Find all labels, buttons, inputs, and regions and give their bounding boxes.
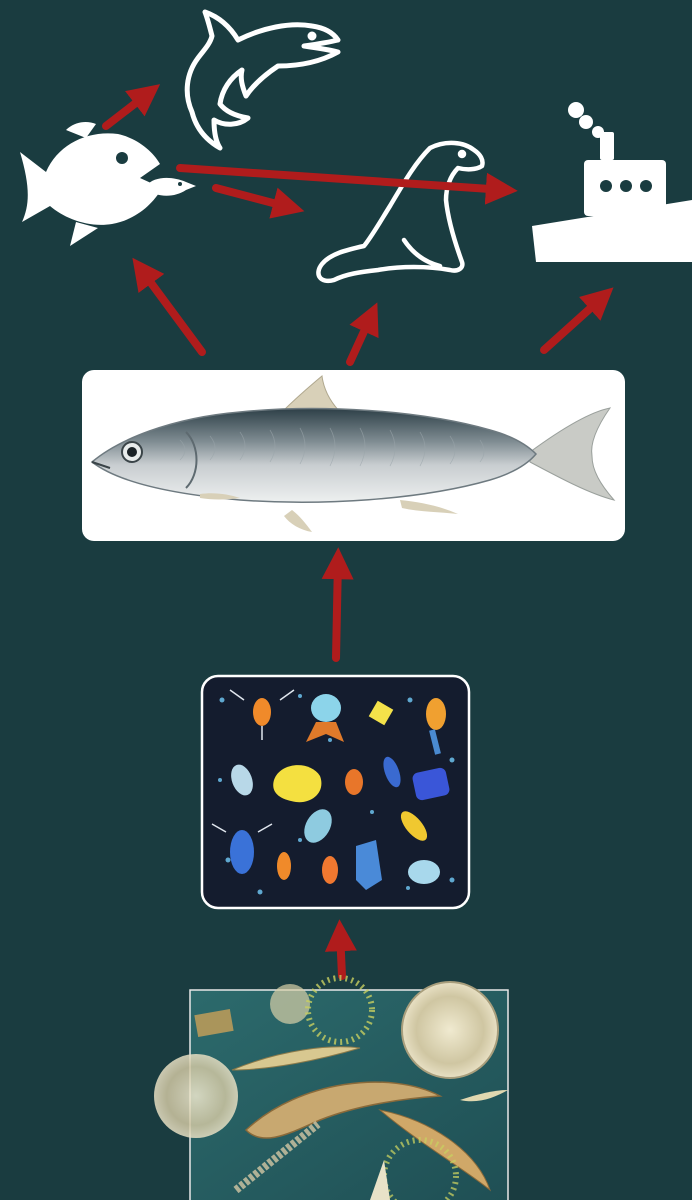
arrow-fish-to-seal <box>216 188 292 208</box>
arrow-phytoplankton-to-zooplankton <box>340 932 342 976</box>
zooplankton-panel <box>202 676 469 908</box>
phytoplankton-panel <box>154 978 508 1200</box>
arrow-fish-to-shark <box>106 92 150 126</box>
shark-icon <box>187 12 338 148</box>
predatory-fish-icon <box>20 122 196 246</box>
arrow-herring-to-fish <box>140 268 202 352</box>
seal-icon <box>318 143 482 281</box>
arrow-herring-to-boat <box>544 296 604 350</box>
herring-panel <box>82 370 625 541</box>
fishing-boat-icon <box>532 102 692 262</box>
arrow-herring-to-seal <box>350 314 372 362</box>
arrow-zooplankton-to-herring <box>336 560 338 658</box>
